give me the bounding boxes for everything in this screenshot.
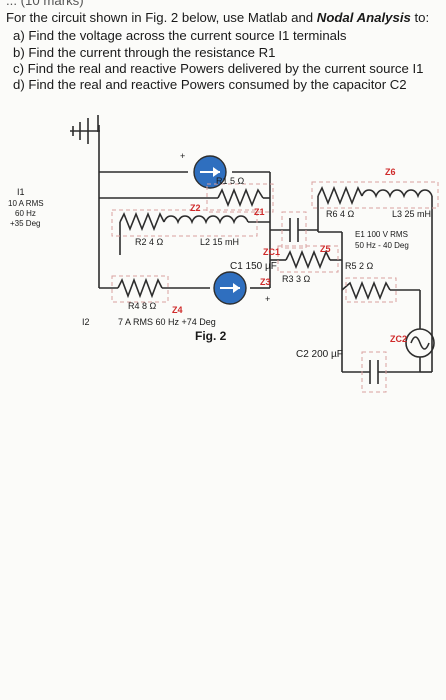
zc2-label: ZC2 (390, 334, 408, 344)
i1-name: I1 (17, 187, 25, 197)
l2-inductor (163, 215, 249, 225)
r3-resistor (285, 249, 331, 270)
e1-line-1: E1 100 V RMS (355, 230, 408, 239)
i1-frequency: 60 Hz (15, 209, 36, 218)
c1-label: C1 150 µF (230, 261, 277, 272)
question-item-b: b) Find the current through the resistan… (13, 45, 276, 60)
intro-part-2: to: (410, 10, 430, 25)
r4-resistor (117, 277, 163, 299)
i2-source (213, 271, 247, 305)
r3-label: R3 3 Ω (282, 274, 311, 284)
r4-label: R4 8 Ω (128, 301, 157, 311)
r1-resistor (217, 187, 264, 208)
l2-label: L2 15 mH (200, 237, 240, 247)
z5-label: Z5 (320, 244, 331, 254)
i1-phase: +35 Deg (10, 219, 41, 228)
r6-label: R6 4 Ω (326, 209, 355, 219)
figure-title: Fig. 2 (195, 329, 227, 343)
z1-label: Z1 (254, 207, 265, 217)
l3-inductor (361, 189, 433, 199)
ground-symbol (70, 115, 100, 144)
z6-box (311, 181, 439, 209)
z6-label: Z6 (385, 167, 396, 177)
intro-part-1: For the circuit shown in Fig. 2 below, u… (6, 10, 317, 25)
question-item-c: c) Find the real and reactive Powers del… (13, 61, 424, 76)
r2-resistor (119, 211, 165, 232)
r2-label: R2 4 Ω (135, 237, 164, 247)
question-intro: For the circuit shown in Fig. 2 below, u… (6, 10, 429, 25)
question-item-a: a) Find the voltage across the current s… (13, 28, 347, 43)
r5-label: R5 2 Ω (345, 261, 374, 271)
z2-label: Z2 (190, 203, 201, 213)
z4-label: Z4 (172, 305, 183, 315)
z5-box (345, 277, 397, 303)
z1-box (206, 183, 274, 213)
l3-label: L3 25 mH (392, 209, 432, 219)
i2-name: I2 (82, 317, 90, 327)
i1-source (193, 155, 227, 189)
zc1-label: ZC1 (263, 247, 281, 257)
r1-label: R1 5 Ω (216, 176, 245, 186)
r6-resistor (317, 185, 363, 206)
z4-box (111, 275, 169, 303)
i1-plus: + (180, 151, 186, 161)
c2-label: C2 200 µF (296, 349, 343, 360)
zc2-box (361, 351, 387, 393)
zc1-box (281, 211, 307, 249)
i2-plus: + (265, 294, 271, 304)
i2-spec: 7 A RMS 60 Hz +74 Deg (118, 317, 216, 327)
question-item-d: d) Find the real and reactive Powers con… (13, 77, 407, 92)
r5-resistor (341, 280, 391, 301)
z3-box (277, 245, 339, 273)
e1-sine-icon (410, 336, 430, 350)
z3-label: Z3 (260, 277, 271, 287)
z2-box (111, 209, 258, 237)
i1-magnitude: 10 A RMS (8, 199, 44, 208)
cut-top-text: ... (10 marks) (6, 0, 84, 8)
intro-bold: Nodal Analysis (316, 10, 411, 25)
e1-line-2: 50 Hz - 40 Deg (355, 241, 409, 250)
